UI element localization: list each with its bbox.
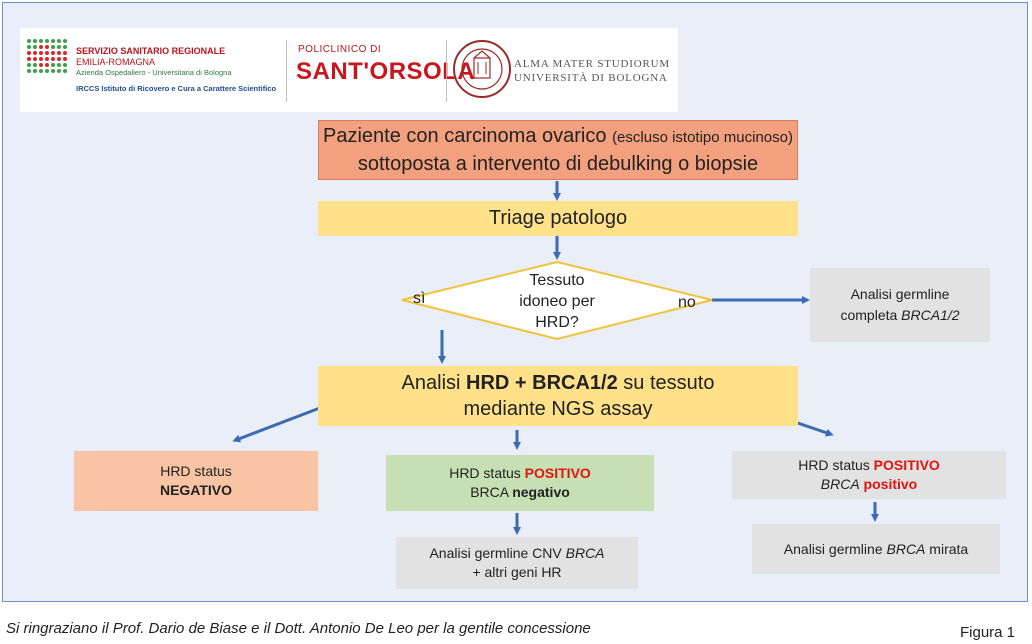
node-germline-targeted: Analisi germline BRCA mirata — [752, 524, 1000, 574]
node-hrd-pos-brca-neg: HRD status POSITIVO BRCA negativo — [386, 455, 654, 511]
ssr-line1: SERVIZIO SANITARIO REGIONALE — [76, 46, 226, 56]
germline-complete-line1: Analisi germline — [850, 286, 950, 302]
ssr-line4: IRCCS Istituto di Ricovero e Cura a Cara… — [76, 84, 277, 93]
cnv-line1a: Analisi germline CNV — [429, 545, 566, 561]
hrd-negative-line2: NEGATIVO — [159, 482, 233, 498]
node-triage: Triage patologo — [318, 201, 798, 236]
cnv-line2: + altri geni HR — [472, 564, 562, 580]
brca-pos-line1b: POSITIVO — [873, 457, 940, 473]
node-start: Paziente con carcinoma ovarico (escluso … — [318, 120, 798, 180]
node-analysis: Analisi HRD + BRCA1/2 su tessuto mediant… — [318, 366, 798, 426]
brca-pos-line1a: HRD status — [798, 457, 874, 473]
brca-neg-line2a: BRCA — [470, 484, 513, 500]
start-line2: sottoposta a intervento di debulking o b… — [357, 153, 759, 175]
policlinico-small: POLICLINICO DI — [298, 44, 382, 55]
node-hrd-pos-brca-pos: HRD status POSITIVO BRCA positivo — [732, 451, 1006, 499]
cnv-line1b: BRCA — [565, 545, 605, 561]
arrow-analysis-negative — [232, 404, 326, 443]
brca-pos-line2b: positivo — [859, 476, 918, 492]
brca-neg-line2b: negativo — [512, 484, 570, 500]
policlinico-big: SANT'ORSOLA — [296, 58, 476, 85]
hrd-negative-line1: HRD status — [160, 463, 232, 479]
decision-line3: HRD? — [535, 314, 579, 331]
start-line1-main: Paziente con carcinoma ovarico — [323, 125, 607, 147]
ssr-line2: EMILIA-ROMAGNA — [76, 57, 156, 67]
analysis-c: su tessuto — [617, 372, 715, 394]
ssr-logo-icon — [26, 38, 68, 74]
node-germline-complete: Analisi germline completa BRCA1/2 — [810, 268, 990, 342]
figure-label: Figura 1 — [960, 624, 1016, 641]
targeted-b: BRCA — [886, 541, 926, 557]
targeted-a: Analisi germline — [783, 541, 887, 557]
edge-label-no: no — [678, 294, 696, 311]
analysis-line2: mediante NGS assay — [463, 398, 653, 420]
decision-diamond — [401, 260, 713, 341]
germline-complete-line2b: BRCA1/2 — [901, 307, 960, 323]
triage-label: Triage patologo — [488, 207, 628, 229]
alma-line1: ALMA MATER STUDIORUM — [514, 58, 670, 70]
logo-divider-2 — [446, 40, 447, 102]
analysis-b: HRD + BRCA1/2 — [466, 372, 618, 394]
node-germline-cnv: Analisi germline CNV BRCA + altri geni H… — [396, 537, 638, 589]
logo-divider — [286, 40, 287, 102]
start-line1-note: (escluso istotipo mucinoso) — [612, 129, 793, 146]
analysis-a: Analisi — [401, 372, 467, 394]
brca-neg-line1a: HRD status — [449, 465, 525, 481]
germline-complete-line2a: completa — [840, 307, 902, 323]
logo-band: SERVIZIO SANITARIO REGIONALE EMILIA-ROMA… — [20, 28, 678, 112]
edge-label-yes: sì — [413, 290, 426, 307]
decision-text: Tessuto idoneo per HRD? — [500, 270, 614, 333]
alma-line2: UNIVERSITÀ DI BOLOGNA — [514, 72, 668, 84]
brca-pos-line2a: BRCA — [820, 476, 860, 492]
ssr-line3: Azienda Ospedaliero - Universitaria di B… — [76, 68, 232, 77]
brca-neg-line1b: POSITIVO — [524, 465, 591, 481]
targeted-c: mirata — [925, 541, 969, 557]
unibo-seal-icon — [452, 38, 512, 100]
decision-line2: idoneo per — [519, 293, 595, 310]
acknowledgement-note: Si ringraziano il Prof. Dario de Biase e… — [6, 620, 591, 637]
node-hrd-negative: HRD status NEGATIVO — [74, 451, 318, 511]
decision-line1: Tessuto — [529, 272, 585, 289]
